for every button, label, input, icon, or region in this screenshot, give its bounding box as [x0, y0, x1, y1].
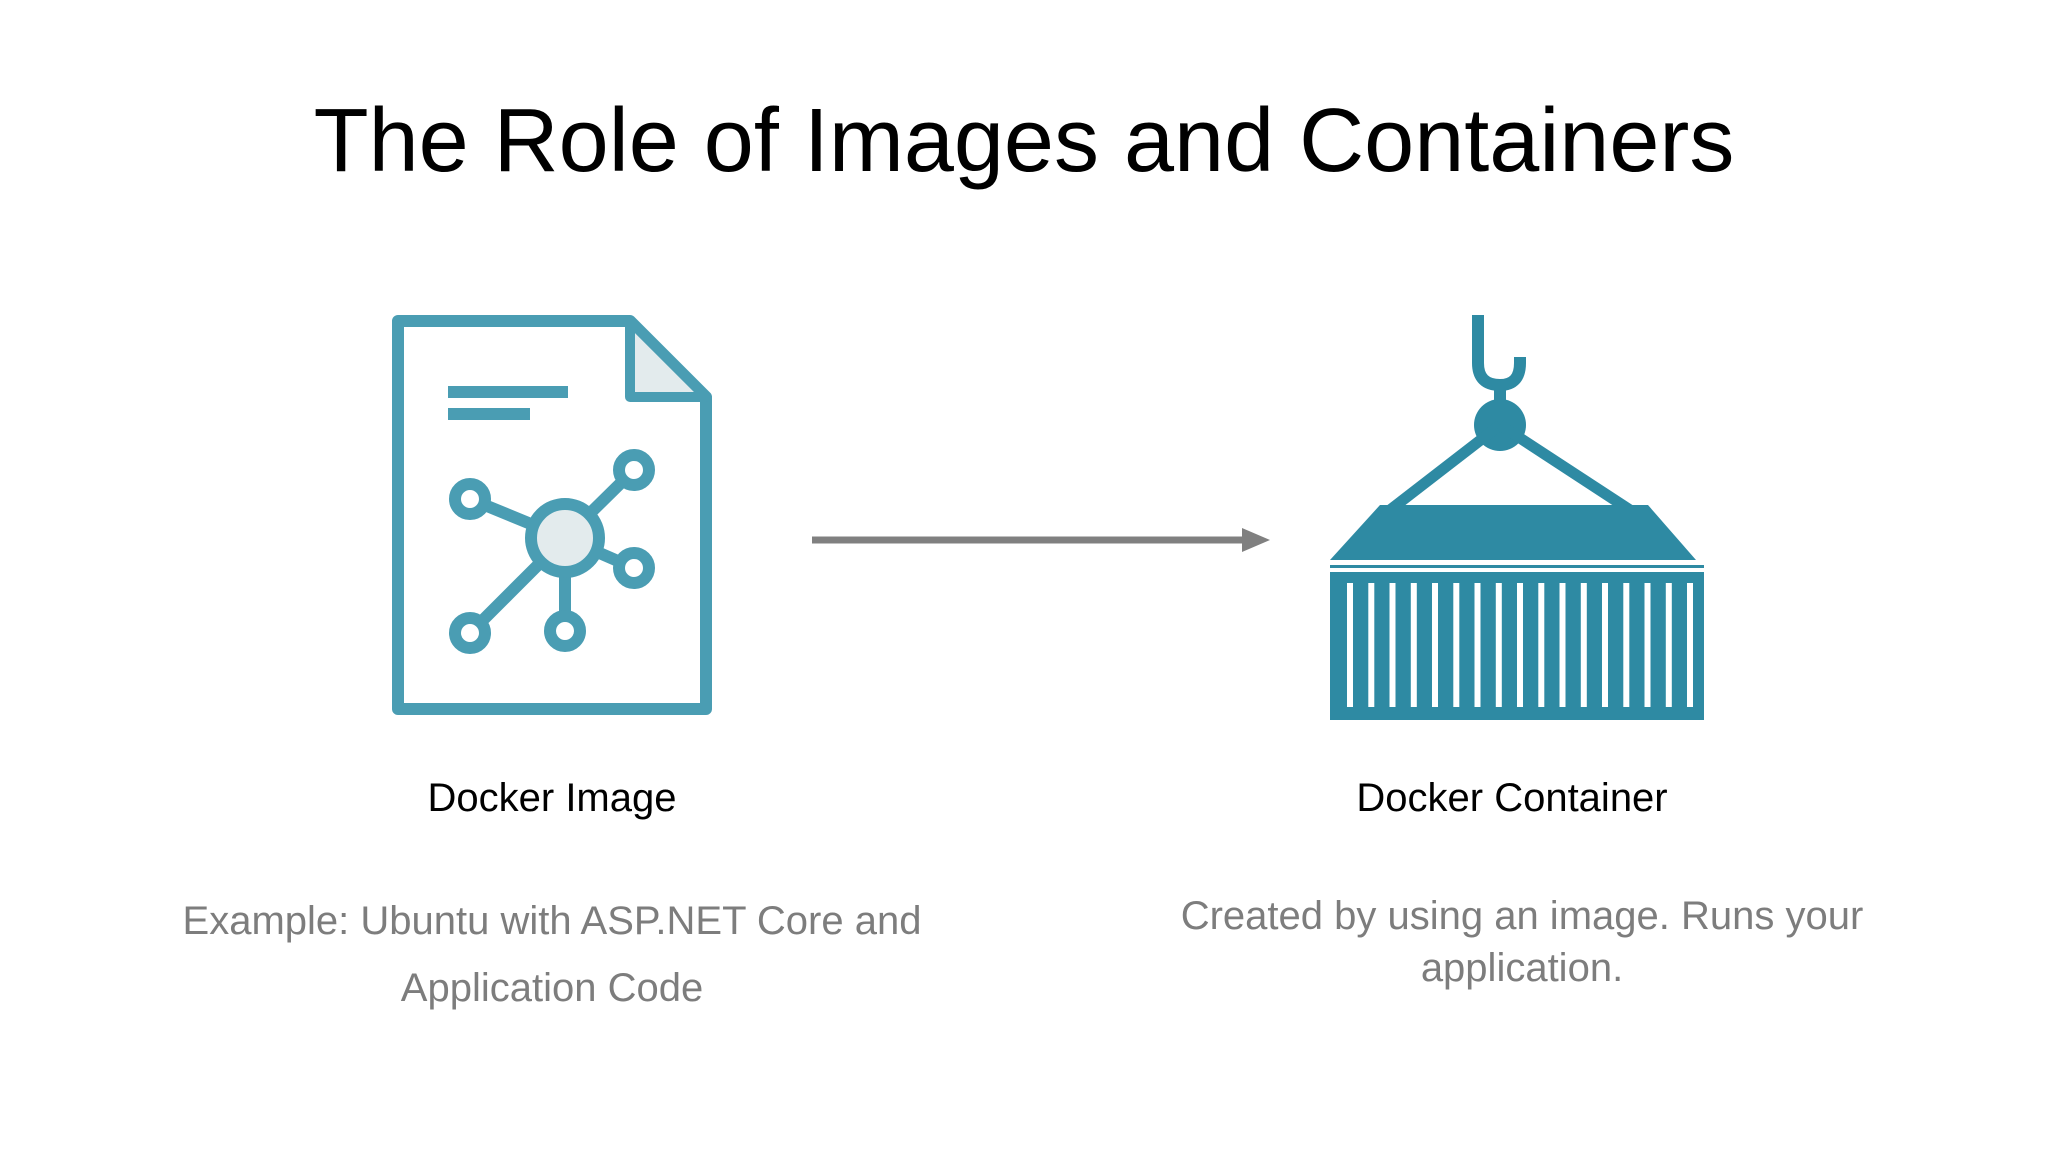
container-slat [1410, 583, 1417, 707]
container-slat [1347, 583, 1353, 707]
container-slat [1665, 583, 1672, 707]
container-slat [1644, 583, 1651, 707]
docker-image-document-icon [392, 315, 712, 715]
container-slat [1538, 583, 1545, 707]
container-slat [1602, 583, 1608, 707]
container-slat [1495, 583, 1502, 707]
container-slat [1559, 583, 1566, 707]
container-slat [1687, 583, 1693, 707]
docker-image-label: Docker Image [427, 776, 677, 820]
container-slat [1517, 583, 1523, 707]
container-slat [1580, 583, 1587, 707]
docker-image-description: Example: Ubuntu with ASP.NET Core and Ap… [182, 899, 922, 1010]
container-slat [1389, 583, 1396, 707]
slide-title: The Role of Images and Containers [313, 91, 1735, 191]
container-slat [1623, 583, 1630, 707]
container-slat [1432, 583, 1438, 707]
container-slat [1368, 583, 1375, 707]
arrow-right-icon [812, 528, 1270, 552]
container-slat [1474, 583, 1481, 707]
docker-container-description: Created by using an image. Runs your app… [1180, 894, 1864, 990]
shipping-container-icon [1330, 315, 1704, 720]
docker-container-label: Docker Container [1356, 776, 1668, 820]
container-slat [1453, 583, 1460, 707]
